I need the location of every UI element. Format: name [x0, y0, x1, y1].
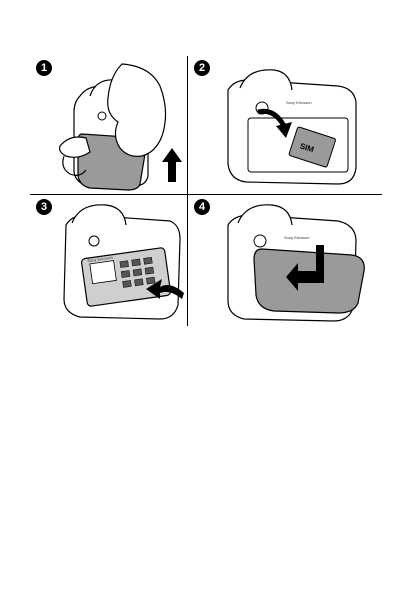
cover-brand-label: Sony Ericsson	[284, 235, 310, 240]
step-4-illustration: Sony Ericsson	[188, 195, 382, 326]
step-1-illustration	[30, 56, 186, 194]
step-1-panel: 1	[30, 56, 186, 194]
step-4-panel: 4 Sony Ericsson	[188, 195, 382, 326]
step-2-panel: 2 Sony Ericsson SIM	[188, 56, 382, 194]
step-2-illustration: Sony Ericsson SIM	[188, 56, 382, 194]
step-3-illustration: Sony Ericsson	[30, 195, 186, 326]
step-3-panel: 3 Sony Ericsson	[30, 195, 186, 326]
brand-label: Sony Ericsson	[286, 100, 312, 105]
